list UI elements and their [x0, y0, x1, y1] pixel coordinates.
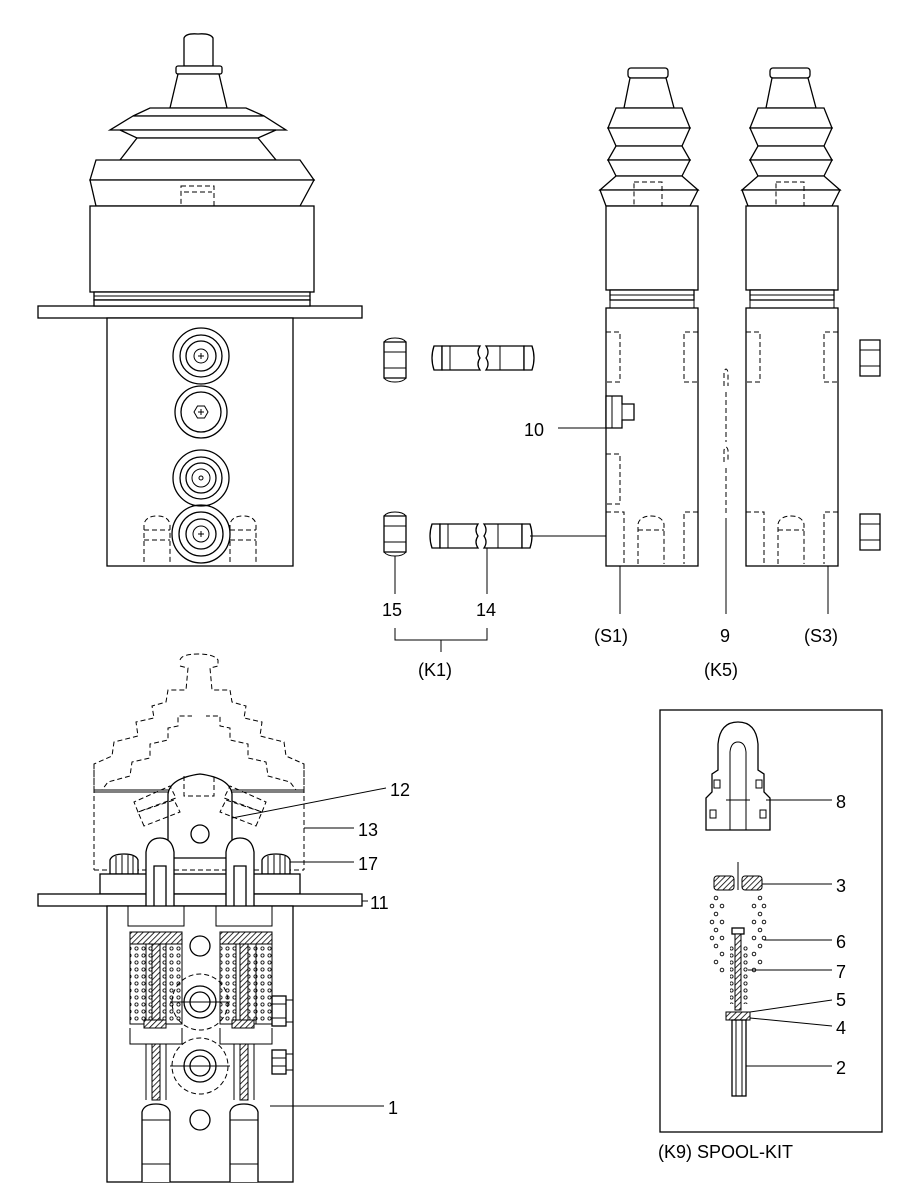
group-s1: (S1)	[594, 626, 628, 646]
label-9: 9	[720, 626, 730, 646]
label-4: 4	[836, 1018, 846, 1038]
label-14: 14	[476, 600, 496, 620]
nut-upper	[383, 337, 407, 383]
group-k5: (K5)	[704, 660, 738, 680]
group-s3: (S3)	[804, 626, 838, 646]
nut-lower	[383, 511, 407, 557]
bolt-upper	[431, 345, 535, 371]
label-15: 15	[382, 600, 402, 620]
group-k1: (K1)	[418, 660, 452, 680]
label-6: 6	[836, 932, 846, 952]
bolt-lower	[429, 523, 533, 549]
label-10: 10	[524, 420, 544, 440]
label-2: 2	[836, 1058, 846, 1078]
spool-kit-box	[659, 709, 883, 1133]
label-8: 8	[836, 792, 846, 812]
joystick-side-view-s1	[598, 67, 700, 567]
spool-kit-caption: (K9) SPOOL-KIT	[658, 1142, 793, 1162]
nut-s3-lower	[859, 513, 881, 551]
joystick-section-view	[37, 653, 363, 1183]
label-17: 17	[358, 854, 378, 874]
label-3: 3	[836, 876, 846, 896]
pins-k5	[723, 368, 729, 516]
label-11: 11	[370, 893, 389, 913]
label-5: 5	[836, 990, 846, 1010]
joystick-front-view	[37, 33, 363, 567]
label-13: 13	[358, 820, 378, 840]
label-12: 12	[390, 780, 410, 800]
label-7: 7	[836, 962, 846, 982]
joystick-side-view-s3	[740, 67, 842, 567]
label-1: 1	[388, 1098, 398, 1118]
nut-s3-upper	[859, 339, 881, 377]
